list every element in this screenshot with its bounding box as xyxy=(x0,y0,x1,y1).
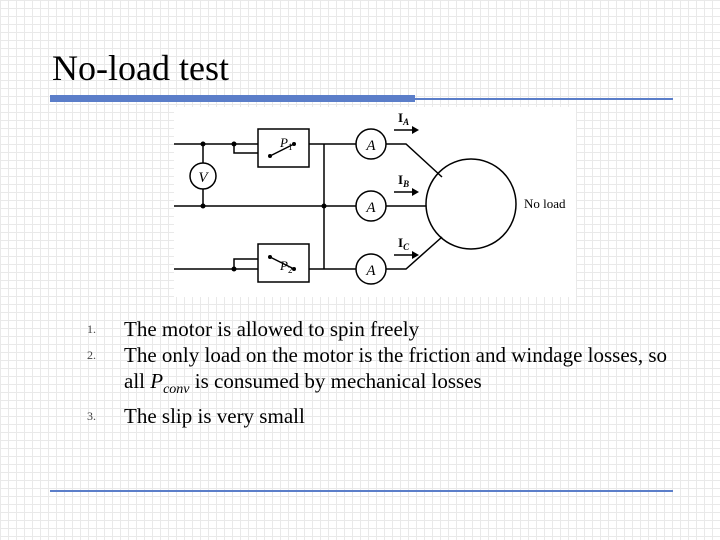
list-text: The only load on the motor is the fricti… xyxy=(124,343,667,393)
coil-dot xyxy=(268,154,272,158)
wattmeter-2-box xyxy=(257,243,310,283)
wattmeter-1-label: P1 xyxy=(279,135,292,152)
coil-dot xyxy=(292,267,296,271)
wattmeter-2-coil xyxy=(269,256,295,270)
coil-dot xyxy=(268,255,272,259)
circuit-svg: V P1 P2 A A A IA IB IC No load xyxy=(174,110,566,285)
list-item: 1. The motor is allowed to spin freely xyxy=(86,316,686,342)
footer-line xyxy=(50,490,673,492)
current-a-label: IA xyxy=(398,110,409,127)
ammeter-b-label: A xyxy=(365,200,376,216)
voltmeter-label: V xyxy=(198,170,209,186)
current-arrowhead-b xyxy=(412,188,419,196)
title-underline-line xyxy=(415,98,673,100)
power-symbol: P xyxy=(150,369,164,393)
current-c-label: IC xyxy=(398,235,410,252)
slide-title: No-load test xyxy=(52,48,229,88)
ammeter-a-circle xyxy=(355,128,387,160)
ammeter-c-circle xyxy=(355,253,387,285)
junction-dot xyxy=(321,203,327,209)
ammeter-c-label: A xyxy=(365,263,376,279)
coil-dot xyxy=(292,142,296,146)
junction-dot xyxy=(200,141,206,147)
bullet-list: 1. The motor is allowed to spin freely 2… xyxy=(86,316,686,429)
list-number: 2. xyxy=(87,348,96,362)
wire-phase-c-motor xyxy=(386,236,443,270)
wattmeter-1-box xyxy=(257,128,310,168)
list-number: 1. xyxy=(87,322,96,336)
voltmeter-circle xyxy=(189,162,217,190)
current-arrowhead-c xyxy=(412,251,419,259)
current-arrowhead-a xyxy=(412,126,419,134)
list-item: 2. The only load on the motor is the fri… xyxy=(86,342,686,403)
wattmeter-2-label: P2 xyxy=(279,258,292,275)
list-text-tail: is consumed by mechanical losses xyxy=(189,369,482,393)
junction-dot xyxy=(200,203,206,209)
power-subscript: conv xyxy=(163,382,190,398)
wattmeter-1-coil xyxy=(269,143,295,157)
ammeter-b-circle xyxy=(355,190,387,222)
ammeter-a-label: A xyxy=(365,138,376,154)
list-item: 3. The slip is very small xyxy=(86,403,686,429)
list-text: The motor is allowed to spin freely xyxy=(124,317,420,341)
junction-dot xyxy=(231,266,237,272)
current-b-label: IB xyxy=(398,172,409,189)
wattmeter-1-lead xyxy=(233,144,258,154)
junction-dot xyxy=(231,141,237,147)
list-number: 3. xyxy=(87,409,96,424)
circuit-diagram: V P1 P2 A A A IA IB IC No load xyxy=(174,107,576,297)
motor-label: No load xyxy=(524,196,566,211)
wire-phase-a-motor xyxy=(386,143,443,178)
title-underline-bar xyxy=(50,95,415,102)
list-text: The slip is very small xyxy=(124,404,305,429)
motor-circle xyxy=(425,158,517,250)
wattmeter-2-lead xyxy=(233,258,258,269)
